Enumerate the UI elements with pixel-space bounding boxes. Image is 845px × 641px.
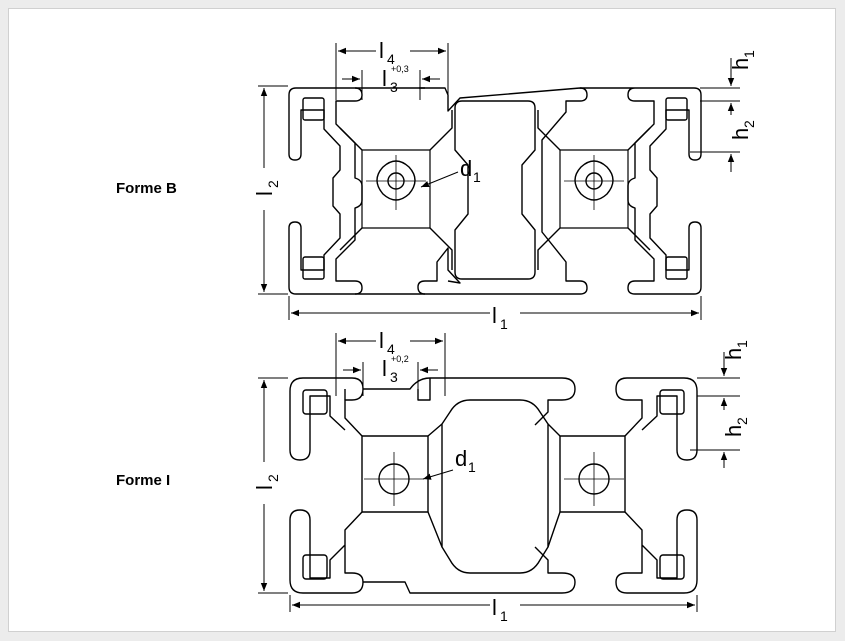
forme-b-label: Forme B <box>116 180 177 197</box>
svg-text:l: l <box>382 356 387 381</box>
svg-text:2: 2 <box>734 417 750 425</box>
svg-text:2: 2 <box>265 180 281 188</box>
forme-i-l4-label: l 4 <box>379 328 395 357</box>
svg-text:2: 2 <box>265 474 281 482</box>
forme-i-l3-label: l 3 +0,2 <box>382 354 409 385</box>
forme-b-dimensions <box>258 43 740 320</box>
forme-i-l1-label: l 1 <box>492 595 508 624</box>
forme-i-h1-label: h 1 <box>721 340 750 360</box>
forme-b-l3-label: l 3 +0,3 <box>382 64 409 95</box>
svg-text:l: l <box>252 485 277 490</box>
forme-i-profile <box>289 377 698 594</box>
forme-b-centerlines <box>366 155 624 210</box>
svg-text:h: h <box>721 348 746 360</box>
svg-text:l: l <box>492 595 497 620</box>
svg-text:2: 2 <box>741 120 757 128</box>
svg-text:4: 4 <box>387 51 395 67</box>
svg-text:l: l <box>379 38 384 63</box>
forme-i-l2-label: l 2 <box>252 474 281 490</box>
svg-text:h: h <box>721 425 746 437</box>
svg-text:1: 1 <box>734 340 750 348</box>
forme-b-l2-label: l 2 <box>252 180 281 196</box>
svg-text:3: 3 <box>390 369 398 385</box>
forme-b-h1-label: h 1 <box>728 50 757 70</box>
svg-text:l: l <box>492 303 497 328</box>
forme-b-profile <box>288 87 702 295</box>
svg-text:d: d <box>455 446 467 471</box>
forme-i-centerlines <box>364 452 624 506</box>
drawing-frame <box>8 8 836 632</box>
svg-text:l: l <box>252 191 277 196</box>
forme-b-l1-label: l 1 <box>492 303 508 332</box>
svg-text:1: 1 <box>473 169 481 185</box>
forme-i-label: Forme I <box>116 472 170 489</box>
svg-text:h: h <box>728 58 753 70</box>
svg-text:l: l <box>382 66 387 91</box>
svg-text:1: 1 <box>500 608 508 624</box>
svg-text:+0,2: +0,2 <box>391 354 409 364</box>
svg-text:4: 4 <box>387 341 395 357</box>
svg-text:l: l <box>379 328 384 353</box>
forme-i-h2-label: h 2 <box>721 417 750 437</box>
svg-text:h: h <box>728 128 753 140</box>
svg-text:d: d <box>460 156 472 181</box>
forme-b-d1-label: d 1 <box>460 156 481 185</box>
svg-text:1: 1 <box>741 50 757 58</box>
forme-i-d1-label: d 1 <box>455 446 476 475</box>
forme-b-h2-label: h 2 <box>728 120 757 140</box>
svg-text:+0,3: +0,3 <box>391 64 409 74</box>
forme-i-dimensions <box>258 333 740 612</box>
svg-text:1: 1 <box>500 316 508 332</box>
svg-text:1: 1 <box>468 459 476 475</box>
forme-b-l4-label: l 4 <box>379 38 395 67</box>
svg-text:3: 3 <box>390 79 398 95</box>
